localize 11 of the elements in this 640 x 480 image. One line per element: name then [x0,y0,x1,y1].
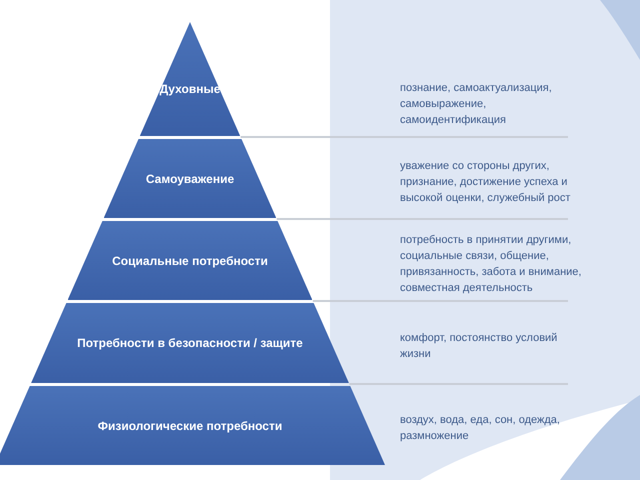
description-text: потребность в принятии другими, социальные связи, общение, привязанность, забота и внимание, совместная деятельность [400,233,582,296]
level-label: Физиологические потребности [96,418,284,432]
description-text: комфорт, постоянство условий жизни [400,331,558,362]
level-label: Духовные [158,82,222,96]
level-label: Социальные потребности [111,254,269,268]
description-text: воздух, вода, еда, сон, одежда, размножение [400,413,561,444]
level-label: Потребности в безопасности / защите [76,336,304,350]
description-text: уважение со стороны других, признание, достижение успеха и высокой оценки, служебный рост [400,159,572,206]
pyramid-level [0,386,385,465]
level-label: Самоуважение [144,172,236,186]
description-text: познание, самоактуализация, самовыражение, самоидентификация [400,81,553,128]
